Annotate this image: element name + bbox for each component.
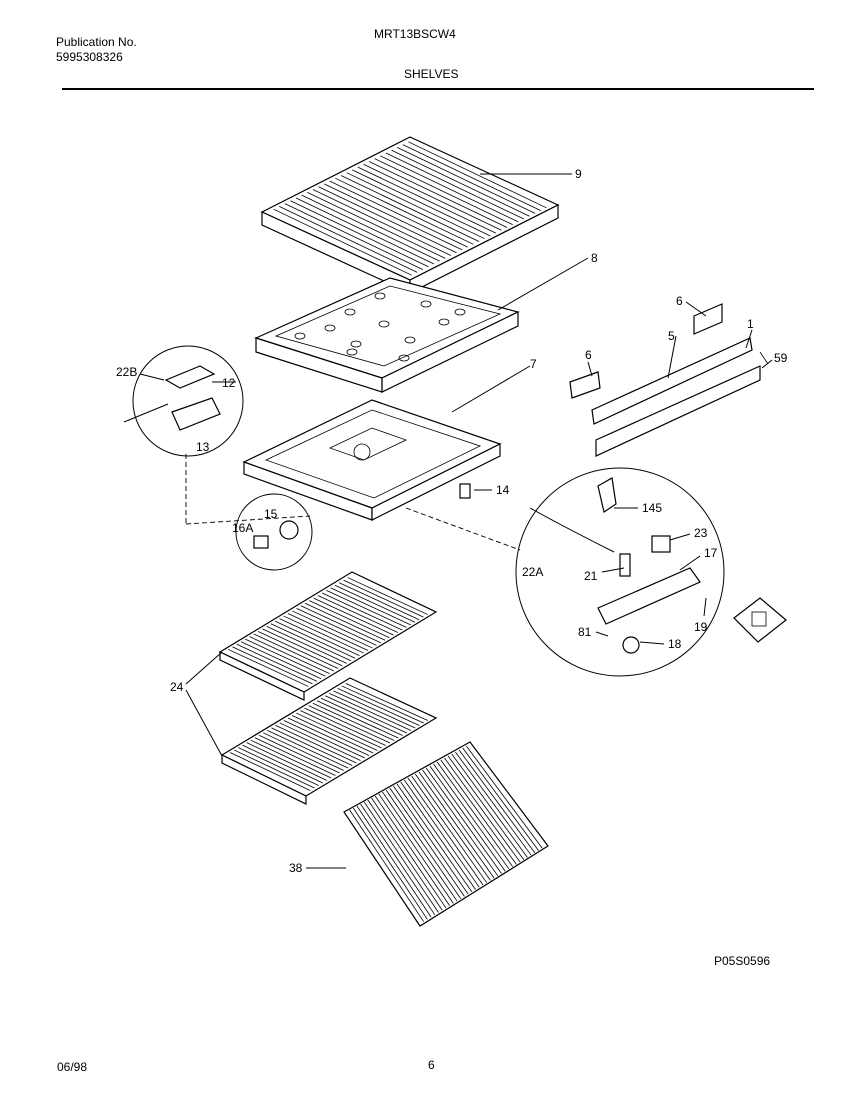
callout-19: 19 <box>694 620 708 634</box>
section-title: SHELVES <box>404 67 459 81</box>
callout-9: 9 <box>575 167 582 181</box>
callout-14: 14 <box>496 483 510 497</box>
detail-circle-bulb <box>235 493 313 571</box>
callout-145: 145 <box>642 501 662 515</box>
callout-24: 24 <box>170 680 184 694</box>
callout-13: 13 <box>196 440 210 454</box>
detail-circle-light-housing <box>123 345 244 457</box>
callout-22a: 22A <box>522 565 543 579</box>
part-8-tray <box>254 277 520 393</box>
switch-detail-box <box>733 597 787 643</box>
page-number: 6 <box>428 1058 435 1072</box>
callout-6-upper: 6 <box>676 294 683 308</box>
part-38-crisper-grille <box>343 741 549 927</box>
callout-15: 15 <box>264 507 278 521</box>
model-number: MRT13BSCW4 <box>374 27 456 41</box>
part-24-wire-shelf-lower <box>220 677 438 805</box>
part-9-shelf-cover <box>260 136 560 294</box>
callout-22b: 22B <box>116 365 137 379</box>
publication-label: Publication No. <box>56 35 137 49</box>
callout-21: 21 <box>584 569 598 583</box>
callout-8: 8 <box>591 251 598 265</box>
header-rule <box>62 88 814 90</box>
callout-12: 12 <box>222 376 236 390</box>
callout-18: 18 <box>668 637 682 651</box>
callout-1: 1 <box>747 317 754 331</box>
part-14-clip <box>459 483 471 499</box>
callout-7: 7 <box>530 357 537 371</box>
callout-16a: 16A <box>232 521 253 535</box>
callout-17: 17 <box>704 546 718 560</box>
part-7-frame <box>242 399 502 521</box>
callout-5: 5 <box>668 329 675 343</box>
footer-date: 06/98 <box>57 1060 88 1074</box>
callout-6-lower: 6 <box>585 348 592 362</box>
callout-81: 81 <box>578 625 592 639</box>
callout-23: 23 <box>694 526 708 540</box>
callout-38: 38 <box>289 861 303 875</box>
detail-circle-control-group <box>515 467 725 677</box>
part-24-wire-shelf-upper <box>218 571 438 701</box>
leader-lines <box>139 173 773 869</box>
diagram-code: P05S0596 <box>714 954 771 968</box>
publication-number: 5995308326 <box>56 50 123 64</box>
callout-59: 59 <box>774 351 788 365</box>
part-5-rail-assembly <box>569 303 769 457</box>
